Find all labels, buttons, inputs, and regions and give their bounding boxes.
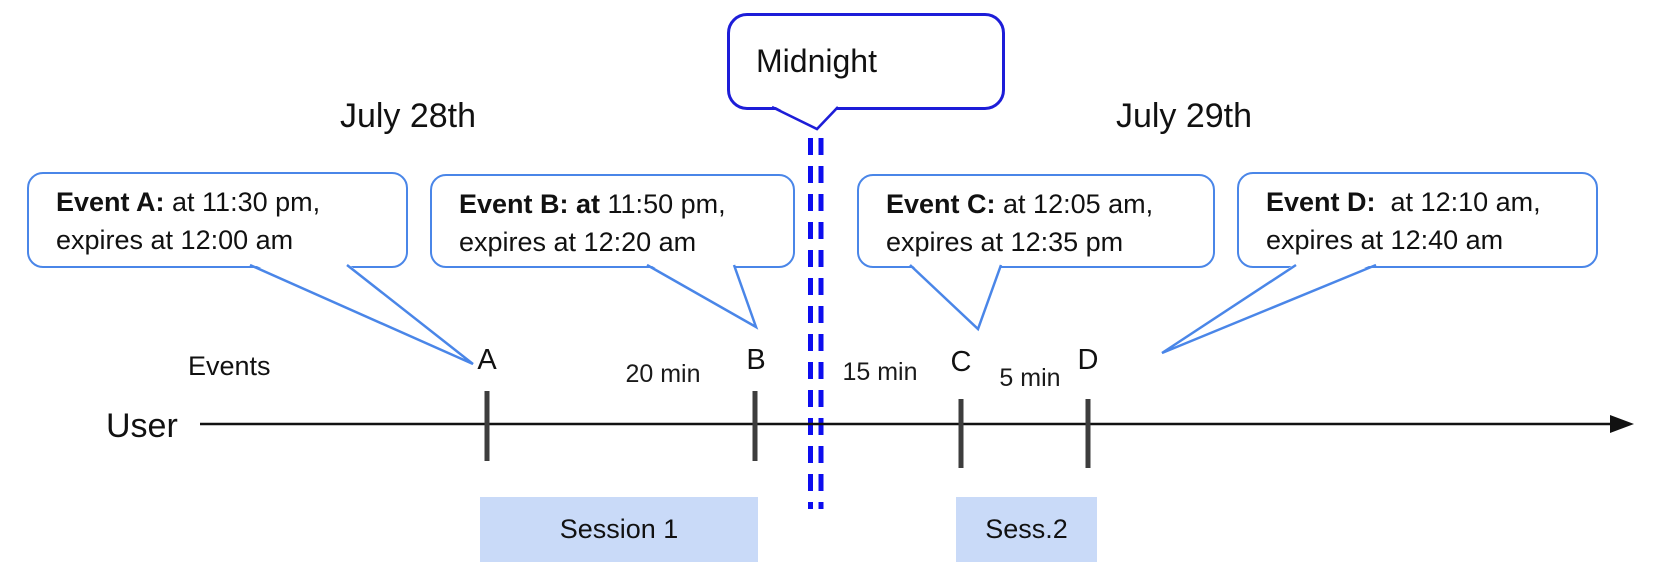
session-1-label: Session 1 — [559, 514, 679, 544]
midnight-label: Midnight — [756, 43, 877, 79]
event-d-line1: Event D: at 12:10 am, — [1266, 187, 1541, 217]
midnight-callout: Midnight — [727, 13, 1005, 110]
interval-20min: 20 min — [625, 360, 701, 388]
event-b-line1: Event B: at 11:50 pm, — [459, 189, 726, 219]
midnight-dashed-line — [808, 138, 824, 509]
date-july-28: July 28th — [339, 97, 477, 135]
event-b-callout: Event B: at 11:50 pm, expires at 12:20 a… — [430, 174, 795, 268]
event-d-line2: expires at 12:40 am — [1266, 225, 1504, 255]
event-a-tail — [249, 263, 474, 366]
event-c-tail — [909, 263, 1003, 332]
date-july-29: July 29th — [1115, 97, 1253, 135]
event-b-tail — [646, 263, 759, 330]
session-2-box: Sess.2 — [956, 497, 1097, 562]
tick-label-b: B — [746, 344, 766, 376]
events-row-label: Events — [188, 351, 271, 381]
tick-label-a: A — [477, 344, 497, 376]
tick-label-c: C — [950, 346, 972, 378]
session-1-box: Session 1 — [480, 497, 758, 562]
session-2-label: Sess.2 — [985, 514, 1068, 544]
event-a-line2: expires at 12:00 am — [56, 225, 294, 255]
interval-5min: 5 min — [999, 364, 1061, 392]
event-c-line1: Event C: at 12:05 am, — [886, 189, 1154, 219]
event-c-line2: expires at 12:35 pm — [886, 227, 1124, 257]
event-c-callout: Event C: at 12:05 am, expires at 12:35 p… — [857, 174, 1215, 268]
event-a-line1: Event A: at 11:30 pm, — [56, 187, 321, 217]
timeline-arrow — [200, 415, 1634, 433]
interval-15min: 15 min — [842, 358, 918, 386]
event-b-line2: expires at 12:20 am — [459, 227, 697, 257]
user-row-label: User — [106, 407, 178, 445]
event-a-callout: Event A: at 11:30 pm, expires at 12:00 a… — [27, 172, 408, 268]
tick-label-d: D — [1077, 344, 1099, 376]
event-d-tail — [1161, 263, 1377, 355]
event-d-callout: Event D: at 12:10 am, expires at 12:40 a… — [1237, 172, 1598, 268]
